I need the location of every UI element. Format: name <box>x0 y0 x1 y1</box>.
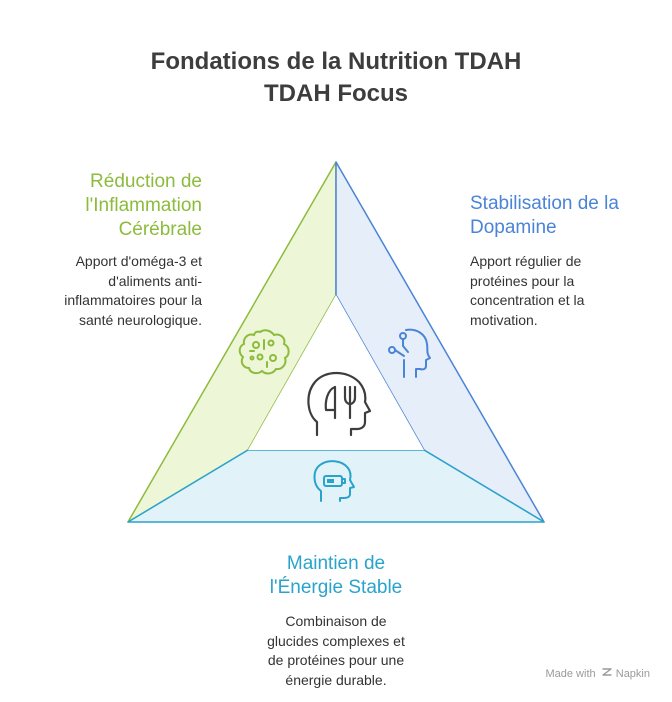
left-heading-line: Cérébrale <box>118 219 202 240</box>
head-battery-icon <box>313 460 355 502</box>
right-desc-line: protéines pour la <box>470 272 575 289</box>
napkin-logo-icon <box>601 667 612 680</box>
left-desc-line: d'aliments anti- <box>108 272 202 289</box>
bottom-description: Combinaison de glucides complexes et de … <box>186 612 486 690</box>
right-heading-line: Dopamine <box>470 217 557 238</box>
brain-icon <box>238 329 290 375</box>
bottom-heading-line: Maintien de <box>286 553 386 574</box>
left-desc-line: Apport d'oméga-3 et <box>75 253 202 269</box>
footer-brand: Napkin <box>615 668 650 680</box>
diagram-subtitle: TDAH Focus <box>264 80 408 107</box>
left-description: Apport d'oméga-3 et d'aliments anti- inf… <box>64 252 202 330</box>
right-heading: Stabilisation de la Dopamine <box>470 192 619 240</box>
bottom-desc-line: Combinaison de <box>285 613 387 629</box>
left-desc-line: inflammatoires pour la <box>64 292 202 308</box>
right-description: Apport régulier de protéines pour la con… <box>470 252 584 330</box>
right-heading-line: Stabilisation de la <box>470 193 619 214</box>
right-desc-line: Apport régulier de <box>470 253 582 269</box>
bottom-heading-line: l'Énergie Stable <box>269 577 403 598</box>
head-fork-knife-icon <box>307 371 372 437</box>
head-neurons-icon <box>388 328 431 378</box>
left-heading-line: Réduction de <box>90 171 202 192</box>
bottom-heading: Maintien de l'Énergie Stable <box>186 552 486 600</box>
bottom-desc-line: glucides complexes et <box>267 632 405 649</box>
left-heading-line: l'Inflammation <box>85 195 202 216</box>
right-desc-line: concentration et la <box>470 292 585 308</box>
left-desc-line: santé neurologique. <box>79 311 202 328</box>
bottom-desc-line: de protéines pour une <box>267 652 405 668</box>
diagram-title: Fondations de la Nutrition TDAH <box>150 48 522 75</box>
footer-label: Made with <box>545 668 596 680</box>
bottom-desc-line: énergie durable. <box>285 671 387 688</box>
right-desc-line: motivation. <box>470 311 538 328</box>
left-heading: Réduction de l'Inflammation Cérébrale <box>85 170 202 242</box>
made-with-napkin[interactable]: Made with Napkin <box>545 667 650 680</box>
